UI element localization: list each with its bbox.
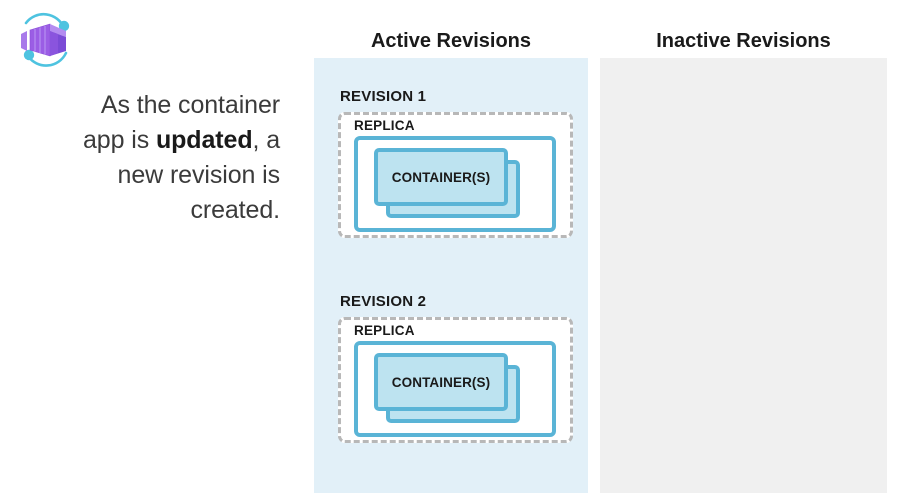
caption-paragraph: As the container app is updated, a new r…: [18, 88, 280, 228]
inactive-revisions-panel: [600, 58, 887, 493]
container-card-front: CONTAINER(S): [374, 148, 508, 206]
revision-group: REVISION 1 REPLICA CONTAINER(S): [338, 88, 575, 266]
azure-container-apps-logo-icon: [14, 10, 78, 70]
caption-line-2-prefix: app is: [83, 126, 156, 154]
inactive-revisions-heading: Inactive Revisions: [656, 30, 831, 52]
revision-label: REVISION 2: [340, 293, 427, 310]
replica-label: REPLICA: [354, 323, 415, 338]
caption-line-2-suffix: , a: [252, 126, 281, 154]
revision-label: REVISION 1: [340, 88, 427, 105]
active-revisions-panel: REVISION 1 REPLICA CONTAINER(S) REVISION…: [314, 58, 588, 493]
active-revisions-heading: Active Revisions: [370, 30, 532, 52]
container-label: CONTAINER(S): [391, 169, 491, 185]
caption-line-3: new revision is: [117, 161, 281, 189]
caption-emphasis-updated: updated: [155, 126, 253, 154]
container-label: CONTAINER(S): [391, 374, 491, 390]
container-card-front: CONTAINER(S): [374, 353, 508, 411]
replica-label: REPLICA: [354, 118, 415, 133]
caption-line-4: created.: [190, 196, 280, 224]
caption-line-1: As the container: [100, 91, 280, 119]
revision-group: REVISION 2 REPLICA CONTAINER(S): [338, 293, 575, 471]
caption-column: As the container app is updated, a new r…: [0, 0, 300, 501]
